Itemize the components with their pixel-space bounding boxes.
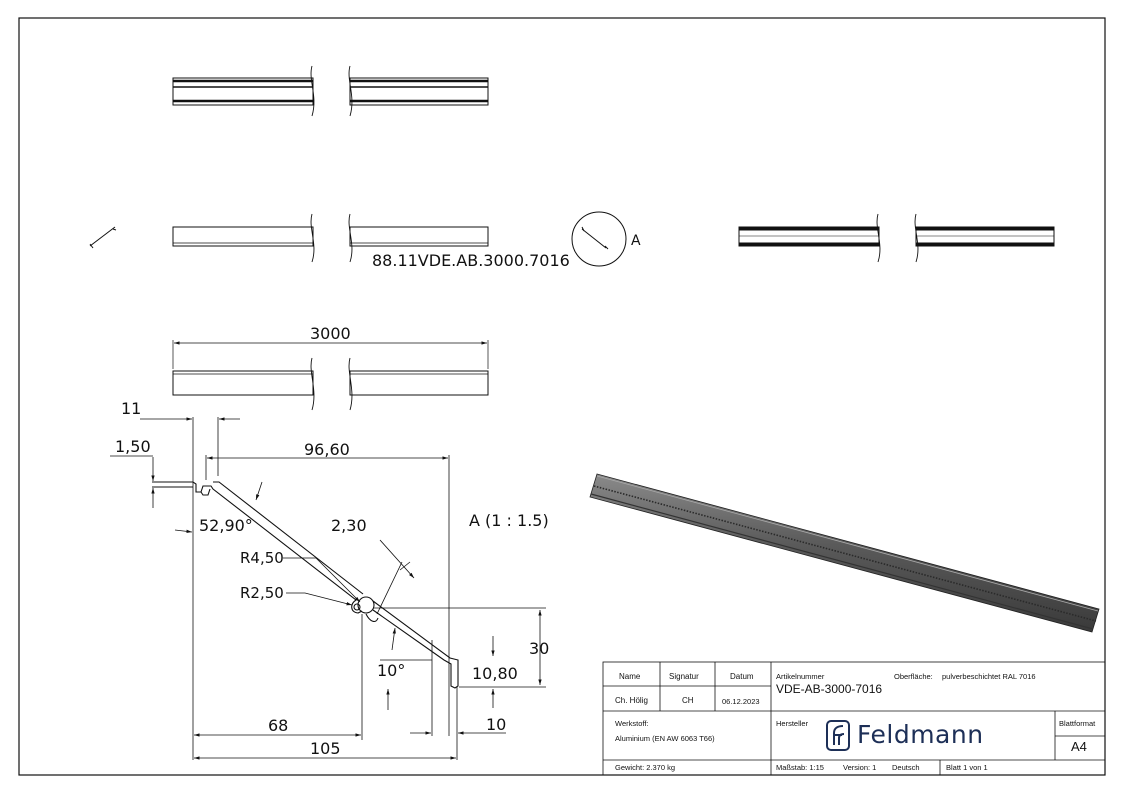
tb-article-number-label: Artikelnummer bbox=[776, 672, 825, 681]
tb-scale: Maßstab: 1:15 bbox=[776, 763, 824, 772]
part-label: 88.11VDE.AB.3000.7016 bbox=[372, 251, 570, 270]
dim-2-30: 2,30 bbox=[331, 516, 367, 535]
tb-weight: Gewicht: 2.370 kg bbox=[615, 763, 676, 772]
radius-2-50: R2,50 bbox=[240, 584, 284, 602]
tb-header-name: Name bbox=[619, 672, 641, 681]
front-view bbox=[172, 213, 489, 263]
radius-4-50: R4,50 bbox=[240, 549, 284, 567]
tb-sheet: Blatt 1 von 1 bbox=[946, 763, 988, 772]
tb-material-value: Aluminium (EN AW 6063 T66) bbox=[615, 734, 715, 743]
tb-language: Deutsch bbox=[892, 763, 920, 772]
dim-105: 105 bbox=[310, 739, 341, 758]
tb-version: Version: 1 bbox=[843, 763, 877, 772]
dim-1-50: 1,50 bbox=[115, 437, 151, 456]
tb-surface-value: pulverbeschichtet RAL 7016 bbox=[942, 672, 1036, 681]
tb-surface-label: Oberfläche: bbox=[894, 672, 933, 681]
sheet-border bbox=[18, 17, 1106, 776]
tb-signature: CH bbox=[682, 696, 694, 705]
isometric-bar bbox=[589, 473, 1100, 633]
dim-30: 30 bbox=[529, 639, 549, 658]
tb-material-label: Werkstoff: bbox=[615, 719, 649, 728]
profile-dimensions bbox=[110, 417, 546, 760]
tb-header-date: Datum bbox=[730, 672, 754, 681]
tb-article-number: VDE-AB-3000-7016 bbox=[776, 682, 883, 696]
title-block bbox=[602, 661, 1106, 776]
detail-circle-a bbox=[571, 211, 627, 267]
side-view bbox=[738, 213, 1055, 263]
feldmann-logo-icon bbox=[826, 720, 850, 751]
tb-date: 06.12.2023 bbox=[722, 697, 760, 706]
dim-96-60: 96,60 bbox=[304, 440, 350, 459]
detail-callout-label: A bbox=[631, 233, 641, 249]
dim-10: 10 bbox=[486, 715, 506, 734]
tb-header-signature: Signatur bbox=[669, 672, 699, 681]
bottom-view bbox=[172, 340, 489, 411]
angle-10: 10° bbox=[377, 661, 405, 680]
tb-manufacturer-label: Hersteller bbox=[776, 719, 809, 728]
dim-11: 11 bbox=[121, 399, 141, 418]
tb-format-value: A4 bbox=[1071, 739, 1087, 754]
dim-10-80: 10,80 bbox=[472, 664, 518, 683]
top-view bbox=[172, 65, 489, 117]
left-profile-view bbox=[89, 226, 117, 249]
detail-title: A (1 : 1.5) bbox=[469, 511, 549, 530]
tb-format-label: Blattformat bbox=[1059, 719, 1096, 728]
angle-52-90: 52,90° bbox=[199, 516, 253, 535]
profile-section bbox=[152, 481, 459, 689]
dim-overall-length: 3000 bbox=[310, 324, 351, 343]
tb-name: Ch. Hölig bbox=[615, 696, 648, 705]
dim-68: 68 bbox=[268, 716, 288, 735]
tb-manufacturer-logo: Feldmann bbox=[857, 720, 984, 749]
